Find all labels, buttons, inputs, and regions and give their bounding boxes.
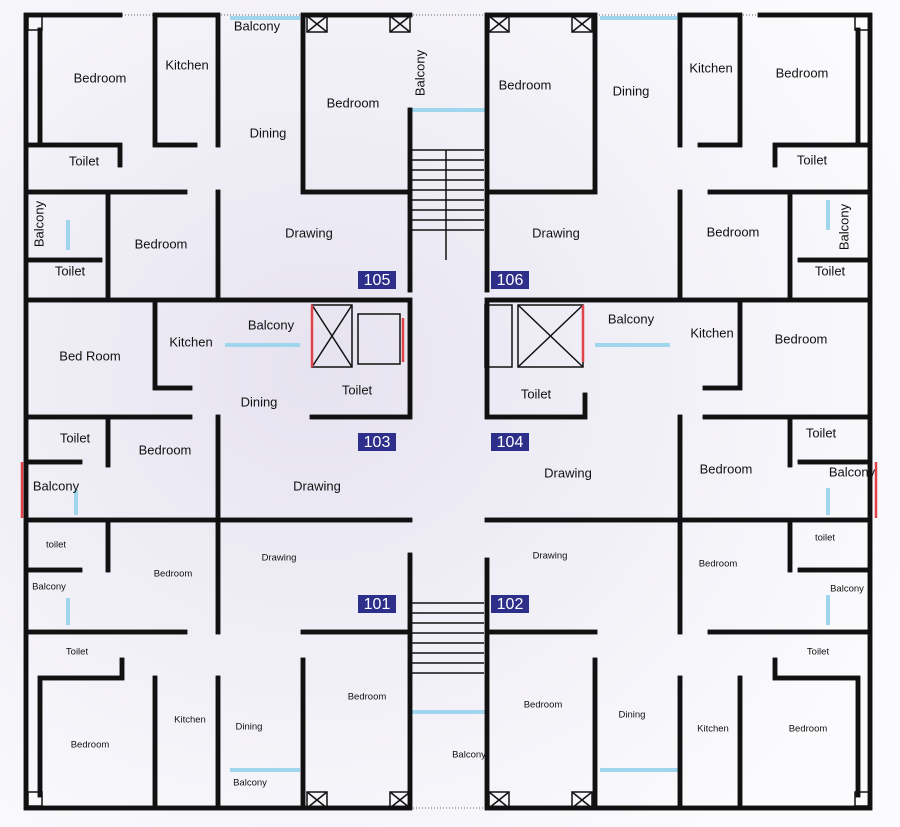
unit-badge: 106: [491, 271, 529, 289]
room-label: Toilet: [806, 425, 837, 440]
room-label: Balcony: [836, 203, 851, 250]
room-label: Bedroom: [71, 740, 110, 751]
room-label: Dining: [250, 125, 287, 140]
room-label: Bedroom: [789, 724, 828, 735]
room-label: Bedroom: [776, 65, 829, 80]
room-label: Balcony: [248, 317, 295, 332]
room-label: toilet: [46, 540, 66, 551]
room-label: Kitchen: [690, 325, 733, 340]
room-label: Toilet: [521, 386, 552, 401]
room-label: Bedroom: [700, 461, 753, 476]
svg-text:104: 104: [497, 434, 524, 451]
room-label: Bedroom: [524, 700, 563, 711]
unit-104: Balcony Kitchen Bedroom Toilet Drawing T…: [491, 311, 876, 480]
room-label: Dining: [241, 394, 278, 409]
room-label: Balcony: [829, 464, 876, 479]
room-label: Toilet: [60, 430, 91, 445]
room-label: Bedroom: [499, 77, 552, 92]
room-label: Balcony: [608, 311, 655, 326]
room-label: Drawing: [262, 553, 297, 564]
room-label: Dining: [619, 710, 646, 721]
room-label: Bedroom: [139, 442, 192, 457]
unit-102: Drawing toilet Bedroom Balcony Toilet Be…: [452, 533, 864, 761]
room-label: Drawing: [544, 465, 592, 480]
stairs: [412, 149, 484, 674]
room-label: Kitchen: [697, 724, 729, 735]
room-label: Bed Room: [59, 348, 120, 363]
room-label: Drawing: [532, 225, 580, 240]
svg-text:103: 103: [364, 434, 391, 451]
room-label: Bedroom: [154, 569, 193, 580]
room-label: Toilet: [55, 263, 86, 278]
room-label: Toilet: [342, 382, 373, 397]
duct-boxes: [27, 15, 870, 809]
unit-badge: 104: [491, 433, 529, 451]
unit-badge: 103: [358, 433, 396, 451]
room-label: Toilet: [69, 153, 100, 168]
room-label: Drawing: [293, 478, 341, 493]
room-label: Bedroom: [74, 70, 127, 85]
room-label: Kitchen: [174, 715, 206, 726]
room-label: Balcony: [32, 582, 66, 593]
room-label: Drawing: [285, 225, 333, 240]
svg-text:105: 105: [364, 272, 391, 289]
room-label: Kitchen: [689, 60, 732, 75]
room-label: toilet: [815, 533, 835, 544]
room-label: Balcony: [31, 200, 46, 247]
room-label: Balcony: [412, 49, 427, 96]
room-label: Balcony: [233, 778, 267, 789]
room-label: Bedroom: [348, 692, 387, 703]
unit-badge: 102: [491, 595, 529, 613]
room-label: Toilet: [797, 152, 828, 167]
unit-badge: 105: [358, 271, 396, 289]
unit-106: Bedroom Dining Kitchen Bedroom Toilet Dr…: [491, 60, 851, 289]
room-label: Kitchen: [169, 334, 212, 349]
room-label: Toilet: [807, 647, 830, 658]
lift-shafts: [20, 304, 878, 518]
room-label: Drawing: [533, 551, 568, 562]
unit-103: Bed Room Kitchen Balcony Toilet Dining T…: [33, 317, 396, 493]
room-label: Bedroom: [327, 95, 380, 110]
room-label: Bedroom: [135, 236, 188, 251]
room-label: Bedroom: [775, 331, 828, 346]
svg-text:106: 106: [497, 272, 524, 289]
svg-text:102: 102: [497, 596, 524, 613]
room-label: Bedroom: [707, 224, 760, 239]
room-label: Dining: [236, 722, 263, 733]
room-label: Balcony: [33, 478, 80, 493]
room-label: Dining: [613, 83, 650, 98]
unit-105: Balcony Kitchen Bedroom Bedroom Balcony …: [31, 18, 427, 289]
room-label: Toilet: [66, 647, 89, 658]
svg-text:101: 101: [364, 596, 391, 613]
room-label: Bedroom: [699, 559, 738, 570]
room-label: Toilet: [815, 263, 846, 278]
room-label: Balcony: [234, 18, 281, 33]
unit-101: toilet Bedroom Drawing Balcony Toilet Ki…: [32, 540, 396, 789]
unit-badge: 101: [358, 595, 396, 613]
room-label: Balcony: [452, 750, 486, 761]
room-label: Kitchen: [165, 57, 208, 72]
room-label: Balcony: [830, 584, 864, 595]
